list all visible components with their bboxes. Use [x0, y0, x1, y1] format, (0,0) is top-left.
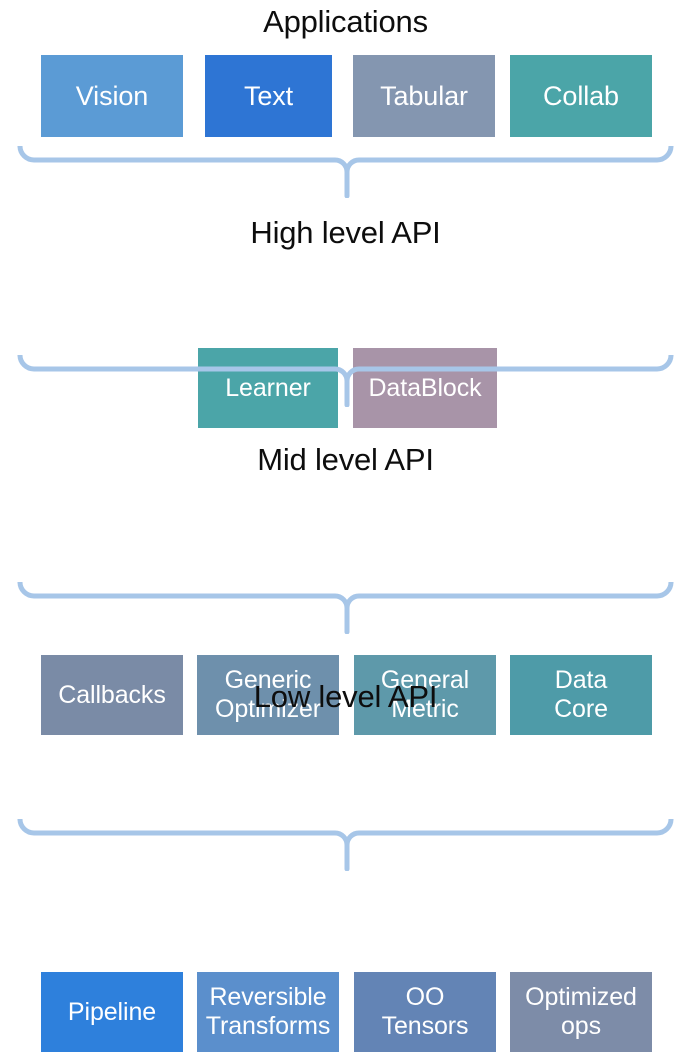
component-box-pipeline[interactable]: Pipeline — [41, 972, 183, 1052]
grouping-brace-applications — [0, 146, 691, 198]
component-box-text[interactable]: Text — [205, 55, 332, 137]
component-box-vision[interactable]: Vision — [41, 55, 183, 137]
component-box-datablock[interactable]: DataBlock — [353, 348, 497, 428]
grouping-brace-mid-level-api — [0, 582, 691, 634]
layer-title-mid-level-api: Mid level API — [257, 442, 434, 477]
component-box-label: Pipeline — [67, 997, 157, 1026]
component-box-label: DataBlock — [368, 373, 482, 402]
component-box-tabular[interactable]: Tabular — [353, 55, 495, 137]
layer-title-low-level-api: Low level API — [253, 679, 438, 714]
box-row-applications: Vision Text Tabular Collab — [0, 55, 691, 137]
component-box-label: Learner — [225, 373, 311, 402]
component-box-label: Text — [243, 80, 294, 111]
layer-title-applications: Applications — [263, 4, 428, 39]
grouping-brace-high-level-api — [0, 355, 691, 407]
layer-title-high-level-api: High level API — [250, 215, 441, 250]
component-box-label: Vision — [75, 80, 149, 111]
grouping-brace-low-level-api — [0, 819, 691, 871]
component-box-callbacks[interactable]: Callbacks — [41, 655, 183, 735]
component-box-learner[interactable]: Learner — [198, 348, 338, 428]
component-box-label: Callbacks — [58, 680, 166, 709]
component-box-collab[interactable]: Collab — [510, 55, 652, 137]
box-row-high-level-api: Learner DataBlock — [0, 348, 691, 428]
component-box-label: Tabular — [380, 80, 468, 111]
component-box-label: Collab — [543, 80, 619, 111]
